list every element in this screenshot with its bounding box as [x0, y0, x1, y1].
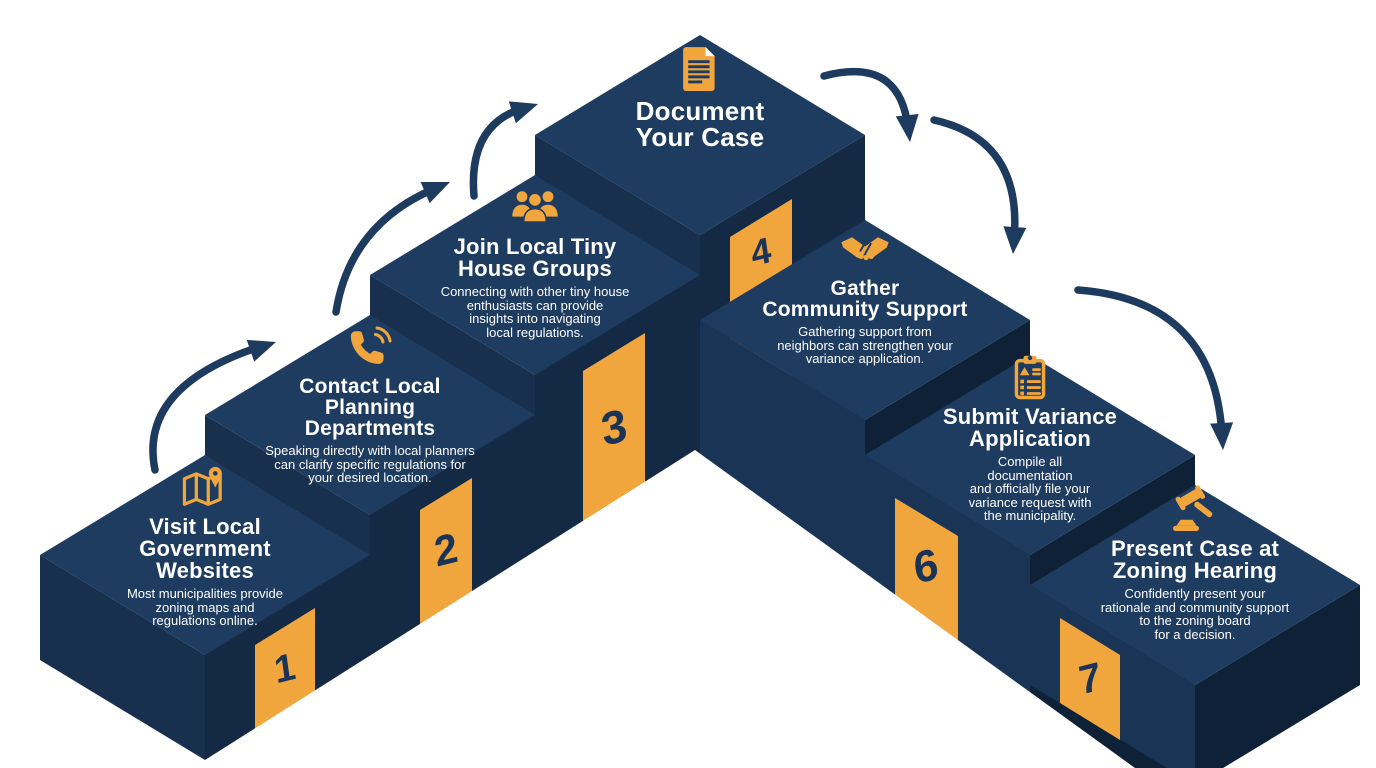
arrow-4-to-5 [820, 68, 919, 142]
step-1-left-face [40, 555, 205, 760]
step-7-number-stripe [1060, 618, 1120, 740]
step-1-number-stripe [255, 608, 315, 730]
arrow-5-to-6 [930, 116, 1027, 254]
step-1-top-face [40, 455, 370, 655]
step-6-top-face [865, 355, 1195, 555]
step-1-block [40, 455, 370, 760]
arrow-6-to-7 [1074, 286, 1234, 450]
step-7-right-face [1195, 585, 1360, 768]
center-notch [205, 450, 1135, 768]
step-5-top-face [700, 220, 1030, 420]
step-7-block [1030, 485, 1360, 768]
step-7-top-face [1030, 485, 1360, 685]
arrow-2-to-3 [332, 181, 450, 316]
step-3-top-face [370, 175, 700, 375]
arrow-3-to-4 [469, 101, 538, 200]
step-2-top-face [205, 315, 535, 515]
step-4-top-face [535, 35, 865, 235]
arrow-1-to-2 [149, 339, 276, 474]
